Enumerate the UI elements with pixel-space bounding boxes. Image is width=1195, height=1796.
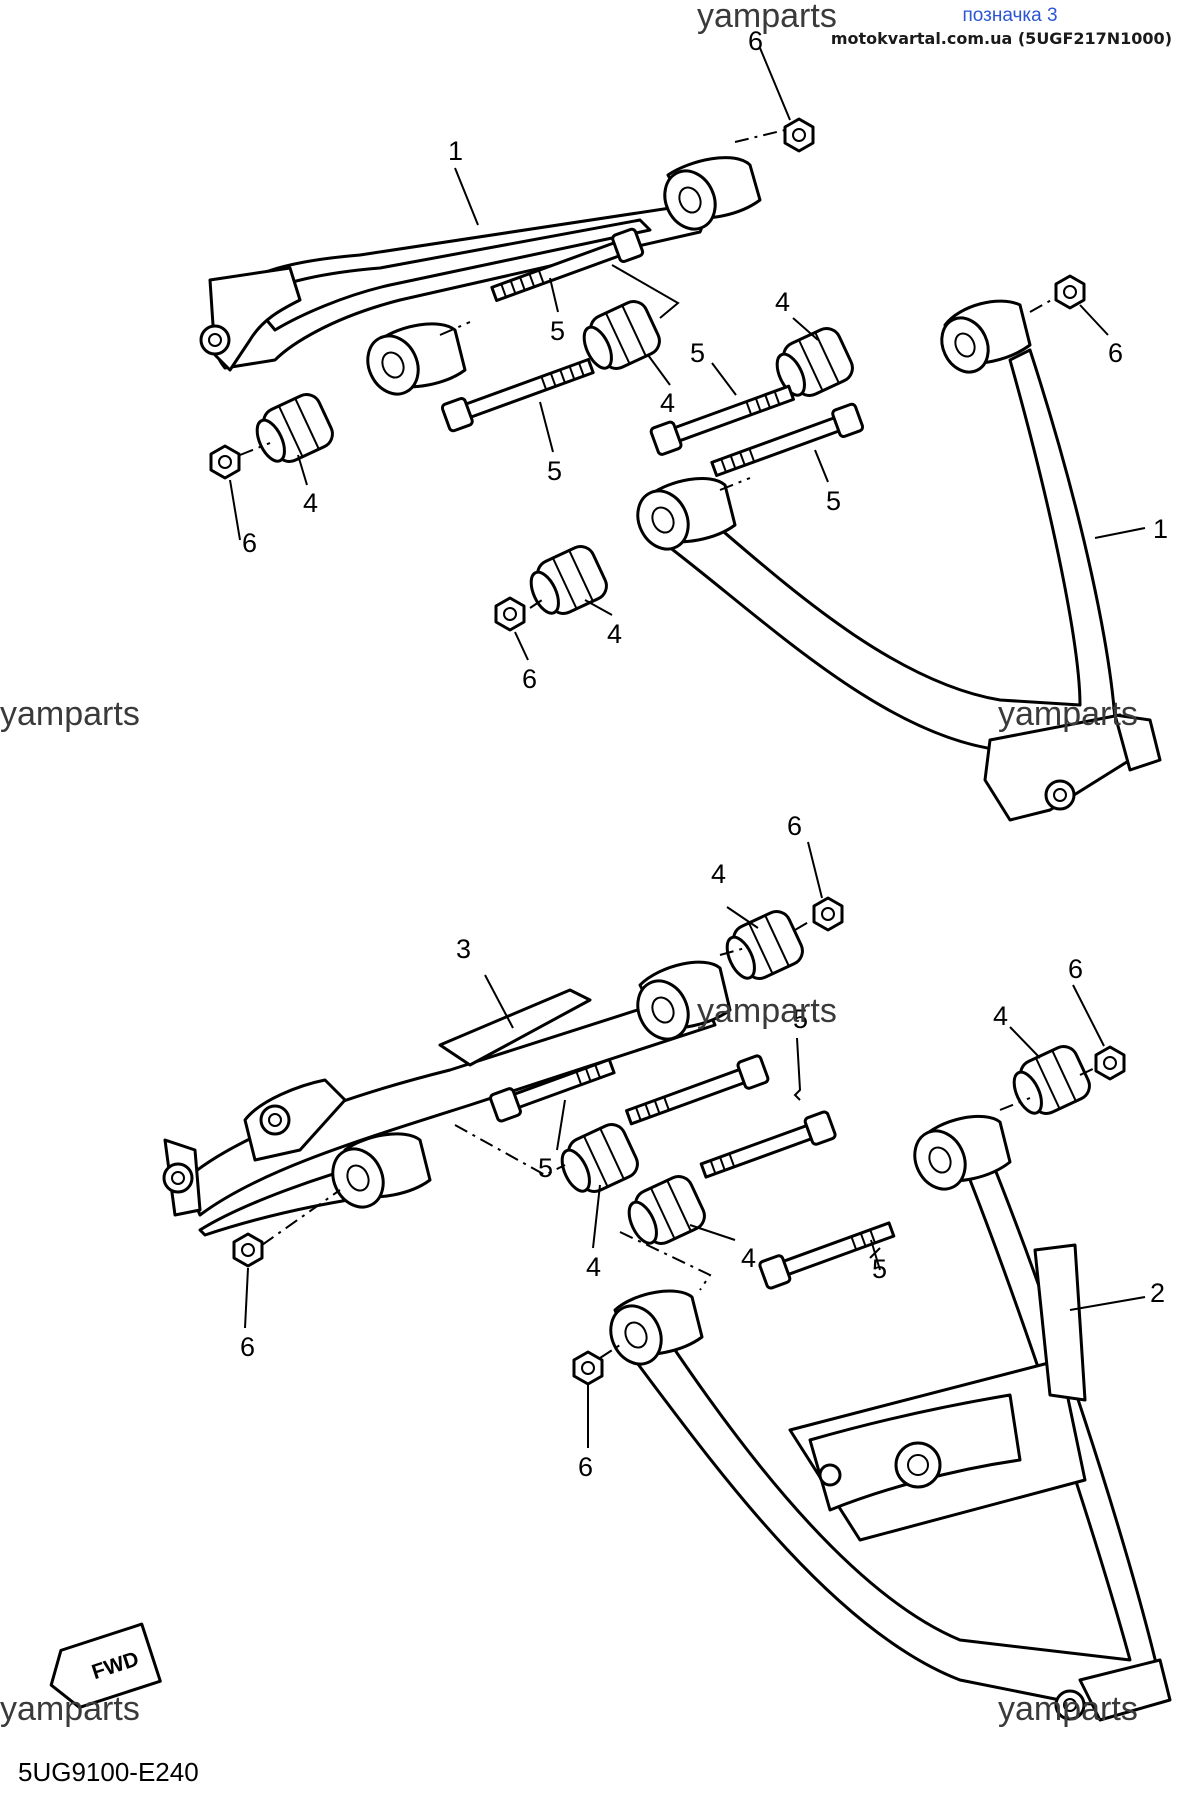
watermark: yamparts — [0, 1690, 140, 1728]
callout-4: 4 — [993, 1001, 1008, 1031]
callout-5: 5 — [550, 316, 565, 346]
lower-arm-right — [609, 1114, 1172, 1722]
callout-2: 2 — [1150, 1278, 1165, 1308]
leader-lines — [229, 47, 1146, 1448]
fwd-arrow-icon: FWD — [49, 1622, 162, 1709]
callout-3: 3 — [456, 934, 471, 964]
callout-5: 5 — [690, 338, 705, 368]
callout-4: 4 — [586, 1252, 601, 1282]
header-site: motokvartal.com.ua (5UGF217N1000) — [831, 29, 1172, 48]
lower-arm-left — [162, 960, 732, 1237]
watermark: yamparts — [0, 695, 140, 733]
callout-5: 5 — [872, 1254, 887, 1284]
nuts — [209, 117, 1126, 1386]
callout-6: 6 — [1108, 338, 1123, 368]
callout-6: 6 — [1068, 954, 1083, 984]
callout-5: 5 — [547, 456, 562, 486]
bolts — [440, 227, 896, 1290]
callout-4: 4 — [775, 287, 790, 317]
callout-4: 4 — [660, 388, 675, 418]
watermark: yamparts — [697, 0, 837, 35]
watermark: yamparts — [998, 1690, 1138, 1728]
assembly-lines — [239, 129, 1096, 1359]
bushings — [255, 300, 1091, 1245]
callout-6: 6 — [242, 528, 257, 558]
callout-6: 6 — [240, 1332, 255, 1362]
watermark: yamparts — [998, 695, 1138, 733]
upper-arm-right — [636, 299, 1162, 822]
callout-1-upper-right: 1 — [1153, 514, 1168, 544]
callout-4: 4 — [303, 488, 318, 518]
upper-arm-left — [199, 156, 762, 396]
callout-6: 6 — [578, 1452, 593, 1482]
callout-5: 5 — [826, 486, 841, 516]
header-label: позначка 3 — [962, 5, 1057, 26]
callout-4: 4 — [711, 859, 726, 889]
callout-6: 6 — [748, 26, 763, 56]
callout-1-upper-left: 1 — [448, 136, 463, 166]
callout-4: 4 — [741, 1243, 756, 1273]
callout-6: 6 — [787, 811, 802, 841]
callout-4: 4 — [607, 619, 622, 649]
callout-5: 5 — [538, 1153, 553, 1183]
callout-6: 6 — [522, 664, 537, 694]
watermark: yamparts — [697, 992, 837, 1030]
callout-5: 5 — [793, 1004, 808, 1034]
diagram-code: 5UG9100-E240 — [18, 1757, 199, 1787]
